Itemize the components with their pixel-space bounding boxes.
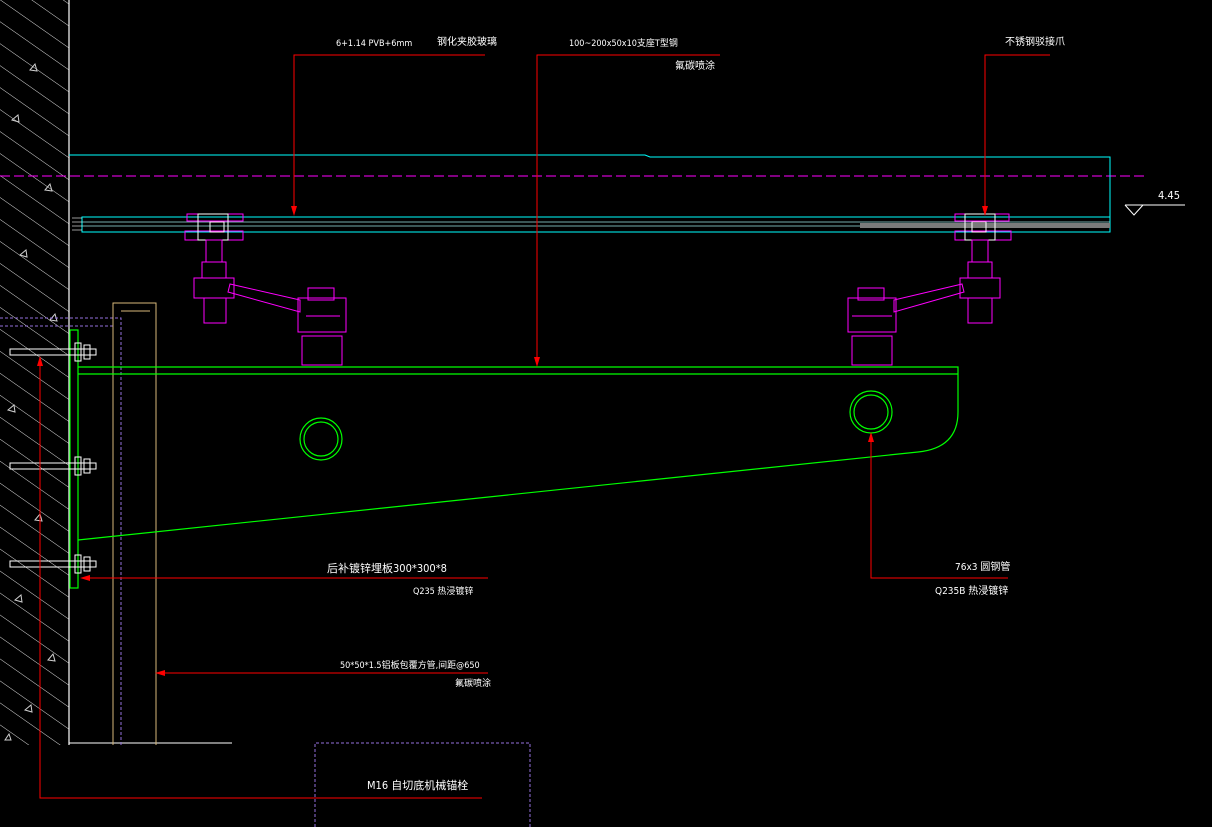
claw-name-label: 不锈钢驳接爪 — [1005, 37, 1065, 48]
pipe-spec-label: 76x3 圆钢管 — [955, 562, 1011, 573]
aluminium-tube — [112, 302, 157, 745]
spider-fitting-right — [847, 213, 1012, 366]
beam-finish-label: 氟碳喷涂 — [675, 61, 715, 72]
concrete-wall — [0, 0, 232, 745]
glass-spec-label: 6+1.14 PVB+6mm — [336, 39, 413, 49]
beam-spec-label: 100~200x50x10支座T型钢 — [569, 39, 678, 49]
tube-finish-label: 氟碳喷涂 — [455, 679, 492, 689]
level-label: 4.45 — [1158, 189, 1181, 202]
glass-panel — [69, 154, 1111, 233]
anchor-spec-label: M16 自切底机械锚栓 — [367, 779, 469, 792]
steel-bracket — [69, 329, 959, 589]
pipe-material-label: Q235B 热浸镀锌 — [935, 586, 1009, 597]
plate-spec-label: 后补镀锌埋板300*300*8 — [327, 562, 447, 575]
embed-outline — [0, 317, 122, 745]
lower-dashed-box — [314, 742, 531, 827]
tube-spec-label: 50*50*1.5铝板包覆方管,间距@650 — [340, 661, 480, 671]
leader-lines — [37, 54, 1050, 799]
plate-material-label: Q235 热浸镀锌 — [413, 587, 474, 597]
spider-fitting-left — [184, 213, 347, 366]
anchor-bolts — [9, 342, 97, 574]
glass-name-label: 钢化夹胶玻璃 — [437, 37, 497, 48]
level-marker — [1124, 204, 1185, 216]
